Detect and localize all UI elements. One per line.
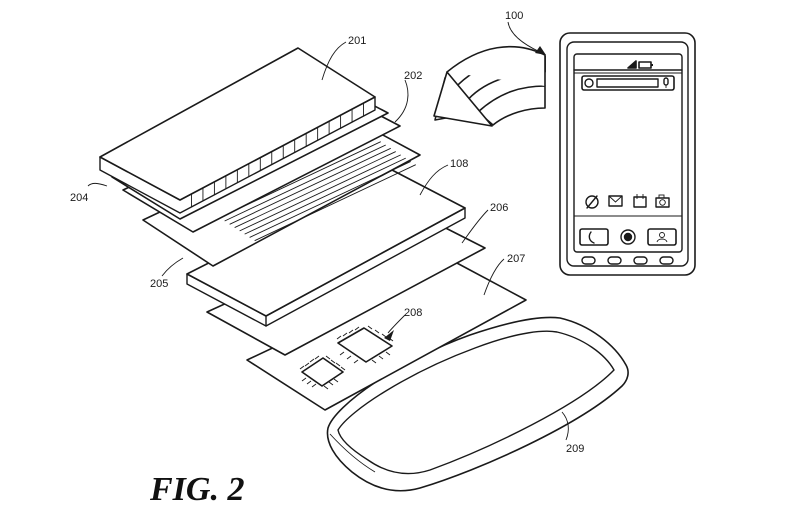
chips-leader-arrowhead <box>384 330 394 341</box>
phone-icon <box>585 195 599 209</box>
ref-201: 201 <box>348 35 366 47</box>
ref-206: 206 <box>490 202 508 214</box>
ref-208: 208 <box>404 307 422 319</box>
device-leader-arrowhead <box>535 46 546 55</box>
ref-204: 204 <box>70 192 88 204</box>
signal-icon <box>627 60 637 69</box>
mic-icon <box>663 77 669 88</box>
mail-icon <box>608 195 623 207</box>
leader-lines <box>87 21 569 441</box>
chip-small <box>299 355 346 390</box>
ref-100: 100 <box>505 10 523 22</box>
ref-202: 202 <box>404 70 422 82</box>
hatch-line <box>249 161 411 238</box>
home-icon <box>620 229 636 245</box>
cover-layer-201 <box>99 47 376 214</box>
ref-108: 108 <box>450 158 468 170</box>
ref-207: 207 <box>507 253 525 265</box>
contacts-icon <box>647 228 677 246</box>
call-icon <box>579 228 609 246</box>
hatch-line <box>224 144 386 222</box>
chip-large <box>336 325 394 364</box>
search-bar <box>581 75 675 91</box>
hatch-line <box>239 154 401 232</box>
figure-caption: FIG. 2 <box>149 471 244 508</box>
hardware-buttons <box>581 256 674 265</box>
hatch-line <box>244 157 406 235</box>
phone-device <box>559 32 696 276</box>
hatch-line <box>229 147 391 225</box>
curved-arrow-icon <box>433 45 546 127</box>
ref-205: 205 <box>150 278 168 290</box>
hatch-line <box>234 151 396 228</box>
battery-icon <box>638 61 653 69</box>
camera-icon <box>655 194 670 208</box>
ref-209: 209 <box>566 443 584 455</box>
calendar-icon <box>633 194 647 208</box>
hatch-line <box>254 164 416 242</box>
housing-tray <box>326 316 629 492</box>
